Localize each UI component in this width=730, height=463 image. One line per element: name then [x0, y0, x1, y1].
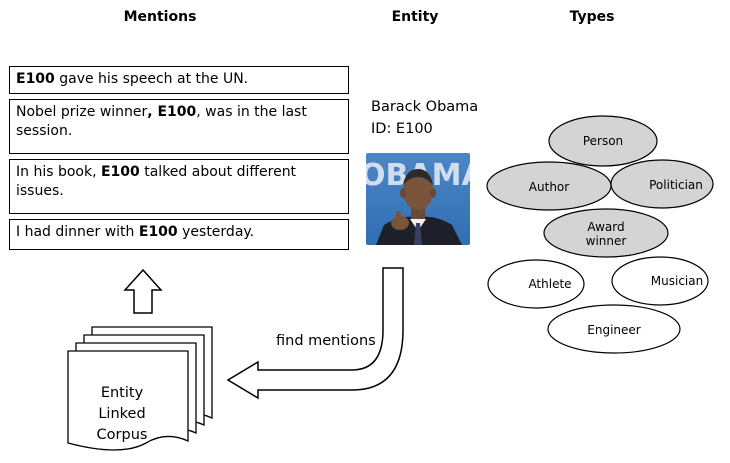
mention-box: E100 gave his speech at the UN.	[9, 66, 349, 94]
entity-id: ID: E100	[371, 121, 433, 137]
type-label-person: Person	[582, 134, 624, 148]
type-ellipse-musician	[611, 256, 709, 306]
mention-post: , was in the last session.	[16, 104, 307, 139]
mention-post: gave his speech at the UN.	[54, 71, 249, 87]
mentions-header: Mentions	[123, 9, 197, 25]
find-mentions-label: find mentions	[276, 333, 376, 349]
mention-pre: I had dinner with	[16, 224, 139, 240]
type-ellipse-politician	[610, 159, 714, 209]
type-label-engineer: Engineer	[587, 323, 641, 337]
mention-entity: E100	[16, 71, 55, 87]
mention-box: Nobel prize winner, E100, was in the las…	[9, 99, 349, 154]
type-label-politician: Politician	[649, 178, 703, 192]
corpus-label: Entity Linked Corpus	[96, 385, 148, 443]
mention-post: yesterday.	[177, 224, 255, 240]
mention-entity: E100	[138, 224, 178, 240]
entity-photo: OBAMA.	[366, 153, 470, 245]
corpus-document-icon	[67, 326, 213, 451]
find-mentions-arrow-icon	[226, 267, 404, 400]
mention-pre: In his book,	[16, 164, 101, 180]
entity-name: Barack Obama	[371, 99, 479, 115]
mention-box: I had dinner with E100 yesterday.	[9, 219, 349, 250]
type-label-musician: Musician	[650, 274, 704, 288]
type-label-athlete: Athlete	[528, 277, 572, 291]
entity-header: Entity	[391, 9, 439, 25]
type-ellipse-award-winner	[543, 208, 669, 258]
type-ellipse-engineer	[547, 304, 681, 354]
type-label-author: Author	[528, 180, 570, 194]
type-label-award-winner: Award winner	[585, 220, 627, 248]
type-ellipse-person	[548, 115, 658, 167]
mention-pre: Nobel prize winner	[16, 104, 148, 120]
mention-entity: , E100	[147, 104, 197, 120]
types-header: Types	[569, 9, 615, 25]
mention-box: In his book, E100 talked about different…	[9, 159, 349, 214]
mention-entity: E100	[100, 164, 140, 180]
mention-post: talked about different issues.	[16, 164, 297, 199]
up-arrow-icon	[123, 268, 163, 314]
type-ellipse-athlete	[487, 259, 585, 309]
